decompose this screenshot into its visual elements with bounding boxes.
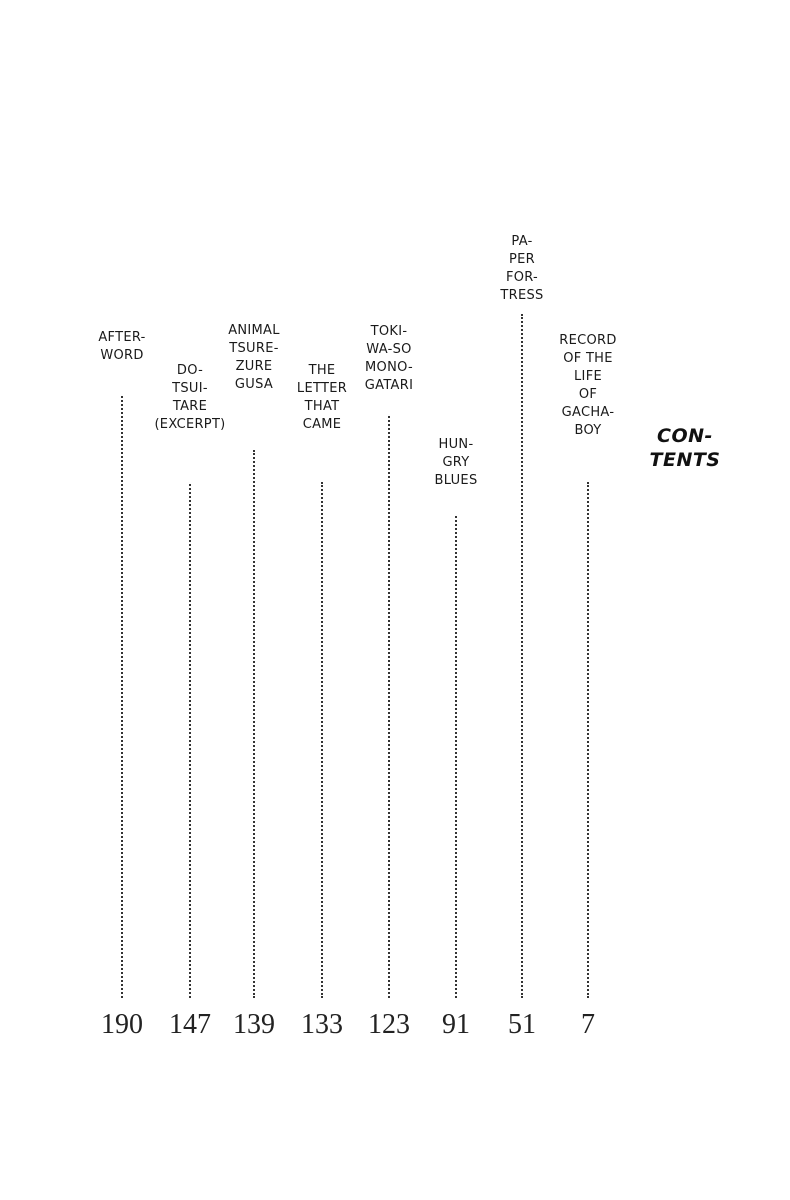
- toc-entry-title: THE LETTER THAT CAME: [296, 363, 348, 432]
- toc-page-number: 123: [368, 1009, 410, 1040]
- dotted-leader: [388, 416, 390, 998]
- toc-page-number: 91: [442, 1009, 470, 1040]
- dotted-leader: [521, 314, 523, 998]
- toc-entry-title: ANIMAL TSURE- ZURE GUSA: [228, 323, 280, 392]
- toc-entry-title: DO- TSUI- TARE (EXCERPT): [154, 363, 226, 432]
- toc-page-number: 51: [508, 1009, 536, 1040]
- dotted-leader: [253, 450, 255, 998]
- toc-page-number: 7: [581, 1009, 595, 1040]
- contents-heading: CON- TENTS: [649, 425, 721, 471]
- toc-entry-title: PA- PER FOR- TRESS: [500, 234, 544, 303]
- dotted-leader: [121, 396, 123, 998]
- toc-page-number: 133: [301, 1009, 343, 1040]
- dotted-leader: [189, 484, 191, 998]
- toc-page-number: 139: [233, 1009, 275, 1040]
- dotted-leader: [587, 482, 589, 998]
- toc-entry-title: AFTER- WORD: [98, 330, 146, 363]
- toc-entry-title: HUN- GRY BLUES: [434, 437, 478, 488]
- dotted-leader: [455, 516, 457, 998]
- toc-entry-title: RECORD OF THE LIFE OF GACHA- BOY: [559, 333, 617, 438]
- toc-page-number: 147: [169, 1009, 211, 1040]
- toc-entry-title: TOKI- WA-SO MONO- GATARI: [364, 324, 414, 393]
- toc-page-number: 190: [101, 1009, 143, 1040]
- dotted-leader: [321, 482, 323, 998]
